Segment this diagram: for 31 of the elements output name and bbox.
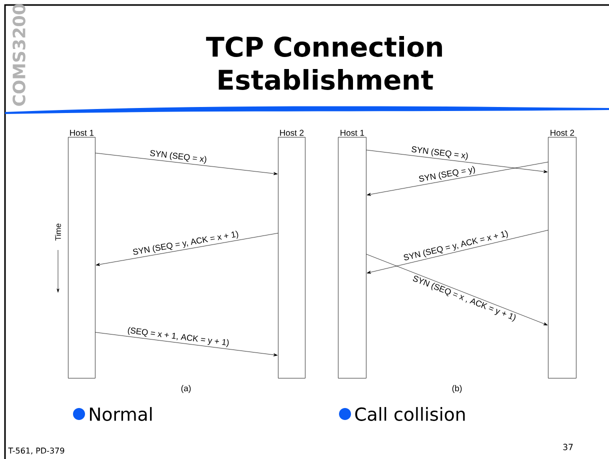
arrow <box>96 232 278 266</box>
node-label: Host 1 <box>340 130 364 136</box>
edge-label: SYN (SEQ = x , ACK = y + 1) <box>412 276 516 322</box>
subfigure-caption: (a) <box>181 385 191 393</box>
arrow <box>366 230 548 274</box>
node-label: Host 1 <box>70 130 94 136</box>
host-timeline: Host 1 <box>68 130 96 378</box>
arrow <box>366 150 548 174</box>
axis-label: Time <box>55 224 61 241</box>
host-timeline: Host 2 <box>278 130 306 378</box>
arrow <box>366 254 548 326</box>
slide-title: TCP Connection Establishment <box>206 36 442 90</box>
footer-text: T-561, PD-379 <box>8 448 64 454</box>
edge-label: SYN (SEQ = x) <box>150 150 206 164</box>
edge-label: (SEQ = x + 1, ACK = y + 1) <box>128 326 229 348</box>
arrow <box>95 152 278 176</box>
course-code: COMS3200 <box>12 4 26 106</box>
host-timeline: Host 1 <box>338 130 366 378</box>
page-number: 37 <box>563 444 573 450</box>
arrow <box>95 332 278 356</box>
edge-label: SYN (SEQ = y, ACK = x + 1) <box>404 230 508 260</box>
edge-label: SYN (SEQ = x) <box>412 146 468 160</box>
bullet-item: Call collision <box>339 407 465 421</box>
bullet-item: Normal <box>73 407 152 421</box>
host-timeline: Host 2 <box>548 130 576 378</box>
subfigure-caption: (b) <box>452 385 462 393</box>
node-label: Host 2 <box>550 130 574 136</box>
edge-label: SYN (SEQ = y) <box>419 166 475 182</box>
node-label: Host 2 <box>280 130 304 136</box>
arrow <box>366 162 548 196</box>
edge-label: SYN (SEQ = y, ACK = x + 1) <box>133 230 238 255</box>
